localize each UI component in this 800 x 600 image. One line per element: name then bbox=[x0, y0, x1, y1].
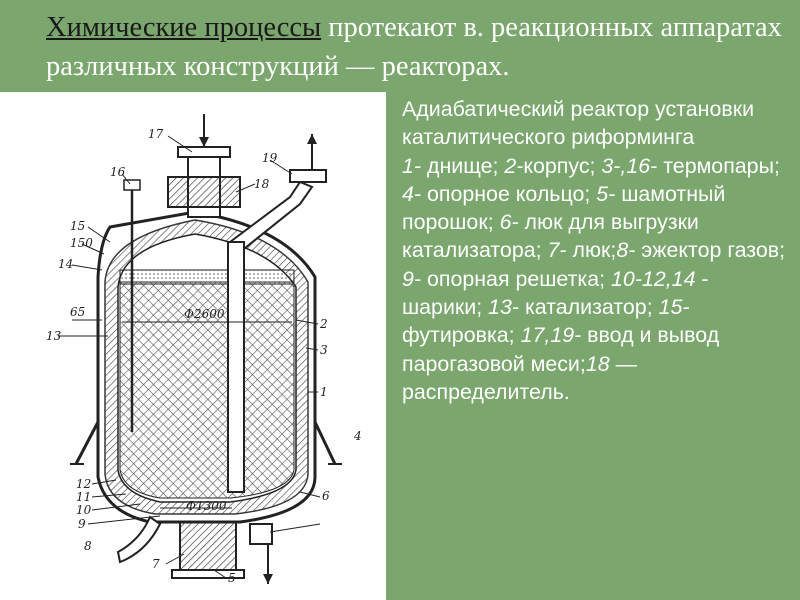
bottom-hatch bbox=[179, 521, 237, 571]
label-4: 4 bbox=[353, 429, 362, 443]
label-150: 150 bbox=[70, 236, 93, 250]
legend-text: термопары; bbox=[657, 153, 780, 178]
label-d1300: Ф1300 bbox=[186, 499, 227, 513]
label-11: 11 bbox=[76, 490, 91, 504]
label-18: 18 bbox=[254, 177, 270, 191]
label-7: 7 bbox=[152, 557, 160, 571]
balls-layer bbox=[119, 269, 295, 285]
legend-num: 2- bbox=[504, 153, 524, 178]
label-2: 2 bbox=[319, 317, 328, 331]
label-d2600: Ф2600 bbox=[184, 307, 225, 321]
label-13: 13 bbox=[46, 329, 62, 343]
legend-text: опорное кольцо; bbox=[421, 181, 597, 206]
legend-num: 7- bbox=[547, 238, 567, 263]
label-8: 8 bbox=[84, 539, 92, 553]
label-1: 1 bbox=[320, 385, 328, 399]
legend-num: 5- bbox=[596, 181, 616, 206]
legend-num: 13- bbox=[488, 295, 520, 320]
legend-num: 17,19- bbox=[520, 323, 582, 348]
slide-title: Химические процессы протекают в. реакцио… bbox=[46, 8, 786, 86]
label-12: 12 bbox=[76, 477, 91, 491]
central-pipe bbox=[227, 241, 245, 493]
legend-text: корпус; bbox=[523, 153, 602, 178]
label-19: 19 bbox=[262, 151, 278, 165]
legend-list: 1- днище; 2-корпус; 3-,16- термопары; 4-… bbox=[402, 152, 794, 407]
ejector bbox=[116, 515, 162, 564]
catalyst-bed bbox=[119, 281, 295, 499]
title-rest: протекают в. реакционных аппаратах разли… bbox=[46, 12, 782, 82]
label-5: 5 bbox=[228, 571, 236, 585]
legend-num: 9- bbox=[402, 266, 422, 291]
legend-text: ввод и вывод парогазовой меси; bbox=[402, 323, 720, 376]
legend-num: 3-,16- bbox=[601, 153, 658, 178]
label-9: 9 bbox=[78, 517, 86, 531]
legend-num: 1- bbox=[402, 153, 422, 178]
legend-text: футировка; bbox=[402, 323, 521, 348]
description-heading: Адиабатический реактор установки каталит… bbox=[402, 97, 755, 150]
label-65: 65 bbox=[70, 305, 85, 319]
reactor-drawing: 17 19 16 18 15 150 14 65 13 Ф2600 2 3 1 … bbox=[46, 114, 362, 585]
legend-text: - шарики; bbox=[402, 266, 709, 320]
label-17: 17 bbox=[148, 127, 164, 141]
label-15: 15 bbox=[70, 219, 85, 233]
legend-num: 8- bbox=[616, 238, 636, 263]
label-3: 3 bbox=[320, 343, 328, 357]
legend-text: шамотный порошок; bbox=[402, 181, 726, 235]
label-16: 16 bbox=[110, 165, 126, 179]
description: Адиабатический реактор установки каталит… bbox=[402, 95, 794, 406]
legend-text: — распределитель. bbox=[402, 351, 637, 404]
label-10: 10 bbox=[76, 503, 92, 517]
reactor-diagram: 17 19 16 18 15 150 14 65 13 Ф2600 2 3 1 … bbox=[0, 92, 386, 600]
title-highlight: Химические процессы bbox=[46, 12, 322, 43]
legend-text: катализатор; bbox=[519, 295, 659, 320]
legend-text: люк; bbox=[566, 238, 617, 263]
legend-text: эжектор газов; bbox=[635, 238, 786, 263]
legend-num: 6- bbox=[499, 210, 519, 235]
legend-num: 18 bbox=[585, 351, 610, 376]
legend-num: 15- bbox=[658, 295, 690, 320]
legend-num: 10-12,14 bbox=[611, 266, 696, 291]
label-14: 14 bbox=[58, 257, 73, 271]
legend-text: люк для выгрузки катализатора; bbox=[402, 210, 699, 263]
legend-text: днище; bbox=[421, 153, 505, 178]
legend-num: 4- bbox=[402, 181, 422, 206]
label-6: 6 bbox=[322, 489, 330, 503]
legend-text: опорная решетка; bbox=[421, 266, 612, 291]
